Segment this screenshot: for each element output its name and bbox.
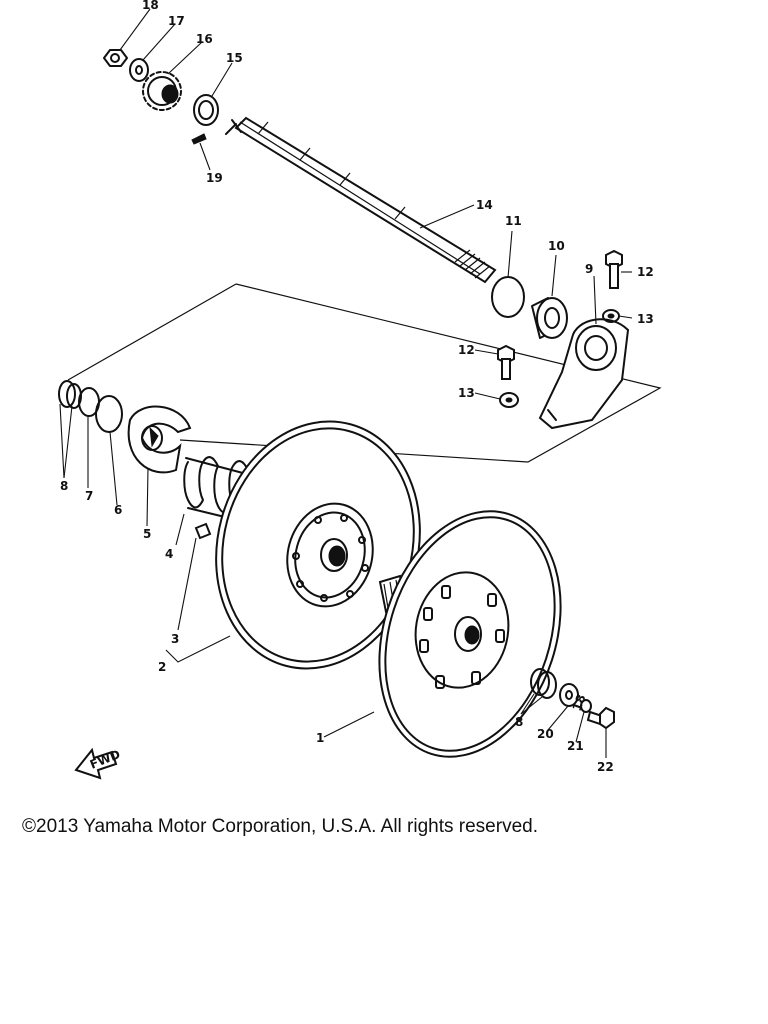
callout-15: 15 — [226, 51, 243, 65]
callout-10: 10 — [548, 239, 565, 253]
callout-4: 4 — [165, 547, 173, 561]
bolt-part — [586, 706, 615, 730]
bearing-part — [531, 297, 568, 339]
callout-22: 22 — [597, 760, 614, 774]
exploded-parts-diagram: FWD 18 17 16 15 19 14 — [58, 0, 662, 780]
callout-7: 7 — [85, 489, 93, 503]
callout-3: 3 — [171, 632, 179, 646]
key-part — [191, 133, 207, 145]
callout-19: 19 — [206, 171, 223, 185]
callout-12: 12 — [637, 265, 654, 279]
bolt-part — [605, 249, 623, 289]
callout-6: 6 — [114, 503, 122, 517]
shim-part — [530, 668, 557, 699]
callout-16: 16 — [196, 32, 213, 46]
callout-11: 11 — [505, 214, 522, 228]
callout-14: 14 — [476, 198, 493, 212]
callout-2: 2 — [158, 660, 166, 674]
bolt-part — [497, 344, 515, 380]
callout-13: 13 — [458, 386, 475, 400]
callout-20: 20 — [537, 727, 554, 741]
callout-18: 18 — [570, 693, 589, 713]
bearing-housing-part — [538, 318, 630, 430]
key-part — [194, 522, 212, 540]
callout-9: 9 — [585, 262, 593, 276]
subassembly-outline — [67, 283, 237, 381]
shim-part — [58, 380, 82, 409]
callout-labels: 18 17 16 15 19 14 11 10 9 12 13 12 13 8 … — [60, 0, 654, 774]
callout-5: 5 — [143, 527, 151, 541]
washer-part — [559, 683, 579, 707]
leader-lines — [59, 8, 633, 758]
callout-17: 17 — [168, 14, 185, 28]
washer-part — [95, 395, 123, 433]
lock-washer-part — [580, 699, 592, 713]
nut-part — [103, 49, 128, 67]
washer-part — [499, 392, 519, 408]
callout-21: 21 — [567, 739, 584, 753]
callout-12: 12 — [458, 343, 475, 357]
callout-18: 18 — [142, 0, 159, 12]
washer-part — [129, 58, 149, 82]
shaft-part — [225, 116, 497, 284]
fwd-arrow-icon: FWD — [74, 747, 122, 780]
snap-ring-part — [491, 276, 525, 318]
callout-1: 1 — [316, 731, 324, 745]
copyright-notice: ©2013 Yamaha Motor Corporation, U.S.A. A… — [22, 816, 538, 837]
callout-8: 8 — [515, 715, 523, 729]
fixed-sheave-part — [378, 510, 562, 758]
bearing-ring-part — [193, 94, 219, 126]
callout-13: 13 — [637, 312, 654, 326]
callout-8: 8 — [60, 479, 68, 493]
sprocket-part — [142, 71, 182, 111]
